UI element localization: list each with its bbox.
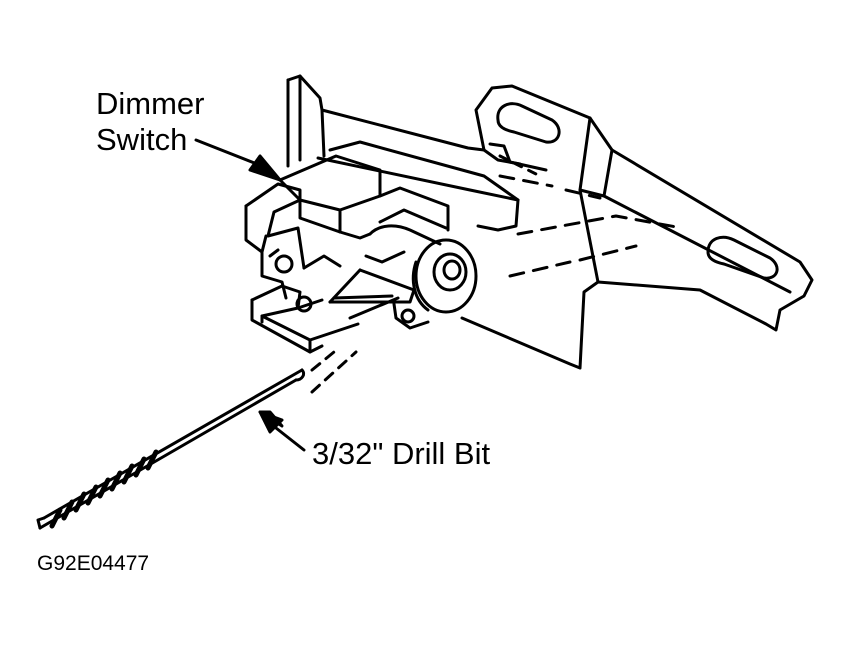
figure-code: G92E04477 xyxy=(37,552,150,575)
drill-bit xyxy=(36,350,358,530)
dimmer-switch-label-line1: Dimmer xyxy=(96,86,205,121)
switch-pin-left xyxy=(274,254,294,274)
drill-bit-leader xyxy=(274,426,306,452)
bracket-slot-lower xyxy=(706,235,779,280)
switch-knob xyxy=(414,238,478,314)
switch-pin-right xyxy=(295,295,313,313)
drill-bit-label: 3/32" Drill Bit xyxy=(312,436,491,471)
leader-arrows xyxy=(194,138,306,452)
bracket-slot-upper xyxy=(496,102,561,144)
dimmer-switch-arrowhead xyxy=(248,154,282,182)
switch-body xyxy=(244,140,520,354)
mounting-bracket xyxy=(286,74,814,370)
dimmer-switch-label: Dimmer Switch xyxy=(96,86,205,158)
dimmer-switch-label-line2: Switch xyxy=(96,122,188,157)
dimmer-switch-leader xyxy=(194,138,264,168)
